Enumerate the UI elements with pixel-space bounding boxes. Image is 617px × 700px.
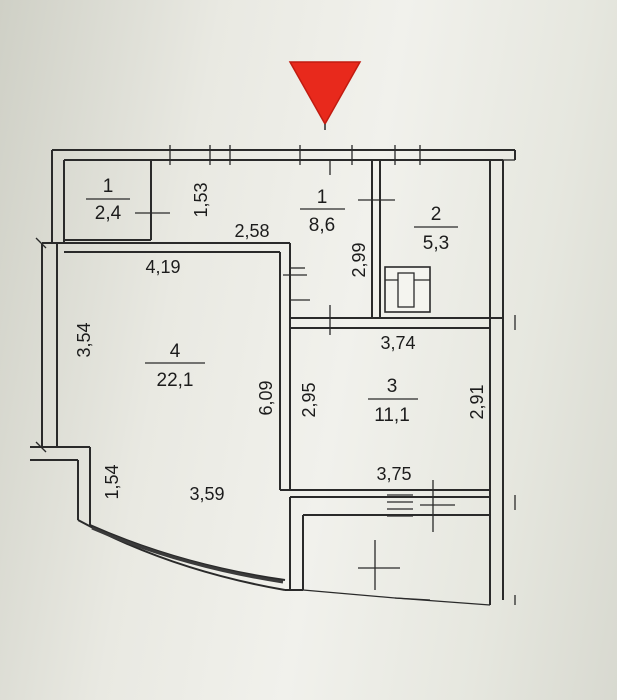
- room-3-label: 3 11,1: [368, 376, 418, 426]
- dimension-4-19: 4,19: [145, 257, 180, 277]
- room-area: 2,4: [95, 203, 122, 224]
- dimension-2-99: 2,99: [349, 242, 369, 277]
- dimension-2-95: 2,95: [299, 382, 319, 417]
- dimension-6-09: 6,09: [256, 380, 276, 415]
- dimension-3-54: 3,54: [74, 322, 94, 357]
- dimension-3-59: 3,59: [189, 484, 224, 504]
- room-area: 5,3: [423, 233, 449, 254]
- room-5-label: 1 2,4: [86, 176, 130, 224]
- room-area: 8,6: [309, 215, 335, 236]
- dimension-2-91: 2,91: [467, 384, 487, 419]
- room-area: 11,1: [374, 405, 410, 426]
- room-number: 4: [170, 341, 181, 362]
- interior-walls: [35, 145, 503, 606]
- dimension-1-54: 1,54: [102, 464, 122, 499]
- room-number: 3: [387, 376, 398, 397]
- room-number: 1: [317, 187, 328, 208]
- dimension-1-53: 1,53: [191, 182, 211, 217]
- room-4-label: 4 22,1: [145, 341, 205, 391]
- room-number: 2: [431, 204, 442, 225]
- dimension-3-74: 3,74: [380, 333, 415, 353]
- room-area: 22,1: [157, 370, 194, 391]
- dimension-2-58: 2,58: [234, 221, 269, 241]
- dimension-3-75: 3,75: [376, 464, 411, 484]
- room-number: 1: [103, 176, 114, 197]
- red-triangle-marker-icon: [288, 61, 362, 130]
- room-2-label: 2 5,3: [414, 204, 458, 254]
- room-1-label: 1 8,6: [300, 187, 345, 236]
- outer-walls: [30, 149, 516, 605]
